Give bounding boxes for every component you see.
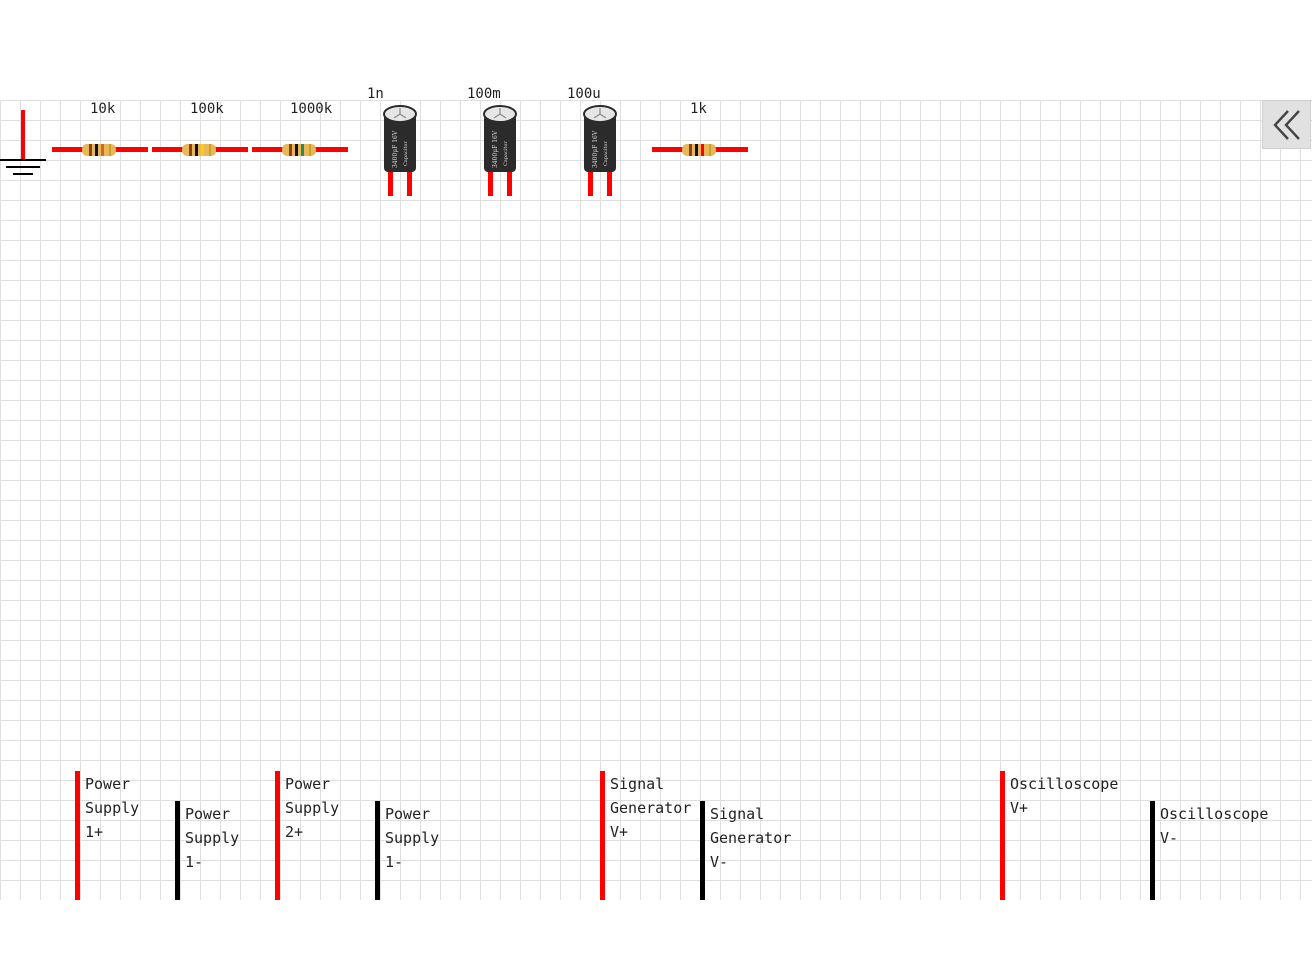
- capacitor-body-text: 3400μF 16V: [492, 130, 499, 168]
- capacitor-body-text: 3400μF 16V: [392, 130, 399, 168]
- capacitor-brand-text: Capacitor: [503, 141, 509, 166]
- terminal-power-supply-2-positive[interactable]: [275, 771, 280, 900]
- terminal-signal-generator-positive[interactable]: [600, 771, 605, 900]
- resistor-1000k[interactable]: [252, 143, 348, 157]
- capacitor-100m[interactable]: 3400μF 16V Capacitor: [480, 104, 520, 196]
- capacitor-value-label: 100u: [567, 86, 601, 102]
- resistor-value-label: 1000k: [290, 101, 333, 117]
- resistor-100k[interactable]: [152, 143, 248, 157]
- terminal-oscilloscope-positive[interactable]: [1000, 771, 1005, 900]
- resistor-1k[interactable]: [652, 143, 748, 157]
- resistor-value-label: 100k: [190, 101, 224, 117]
- collapse-panel-button[interactable]: [1262, 100, 1311, 149]
- capacitor-1n[interactable]: 3400μF 16V Capacitor: [380, 104, 420, 196]
- ground-icon[interactable]: [0, 108, 50, 180]
- resistor-10k[interactable]: [52, 143, 148, 157]
- capacitor-value-label: 100m: [467, 86, 501, 102]
- resistor-value-label: 1k: [690, 101, 707, 117]
- terminal-power-supply-1-positive[interactable]: [75, 771, 80, 900]
- terminal-power-supply-1-negative-2[interactable]: [375, 801, 380, 900]
- capacitor-100u[interactable]: 3400μF 16V Capacitor: [580, 104, 620, 196]
- capacitor-body-text: 3400μF 16V: [592, 130, 599, 168]
- capacitor-value-label: 1n: [367, 86, 384, 102]
- capacitor-brand-text: Capacitor: [403, 141, 409, 166]
- terminal-power-supply-1-negative[interactable]: [175, 801, 180, 900]
- circuit-canvas[interactable]: [0, 100, 1312, 900]
- capacitor-brand-text: Capacitor: [603, 141, 609, 166]
- double-chevron-left-icon: [1272, 109, 1300, 140]
- terminal-oscilloscope-negative[interactable]: [1150, 801, 1155, 900]
- terminal-signal-generator-negative[interactable]: [700, 801, 705, 900]
- resistor-value-label: 10k: [90, 101, 116, 117]
